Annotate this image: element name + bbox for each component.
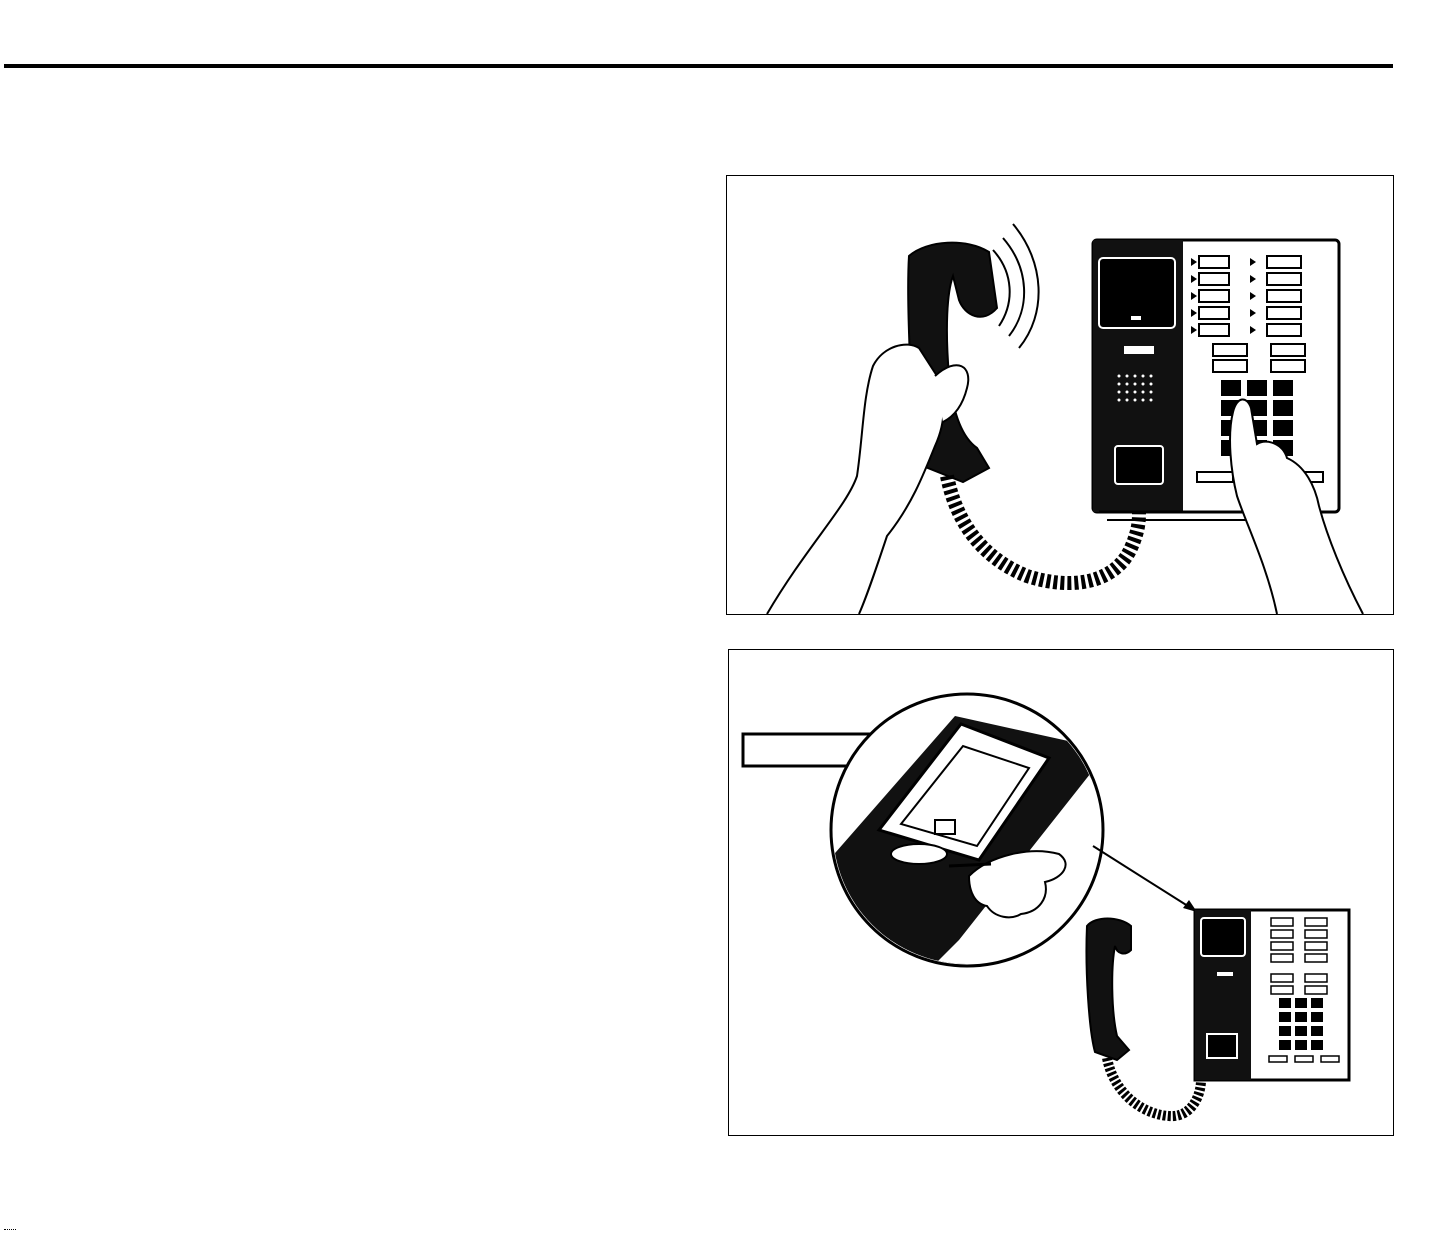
page-corner-mark (4, 1229, 16, 1232)
volume-wheel-illustration (729, 650, 1393, 1135)
header-rule (4, 64, 1393, 68)
figure-volume-control-detail (728, 649, 1394, 1136)
figure-lift-handset-dial (726, 175, 1394, 615)
telephone-dialing-illustration (727, 176, 1393, 614)
